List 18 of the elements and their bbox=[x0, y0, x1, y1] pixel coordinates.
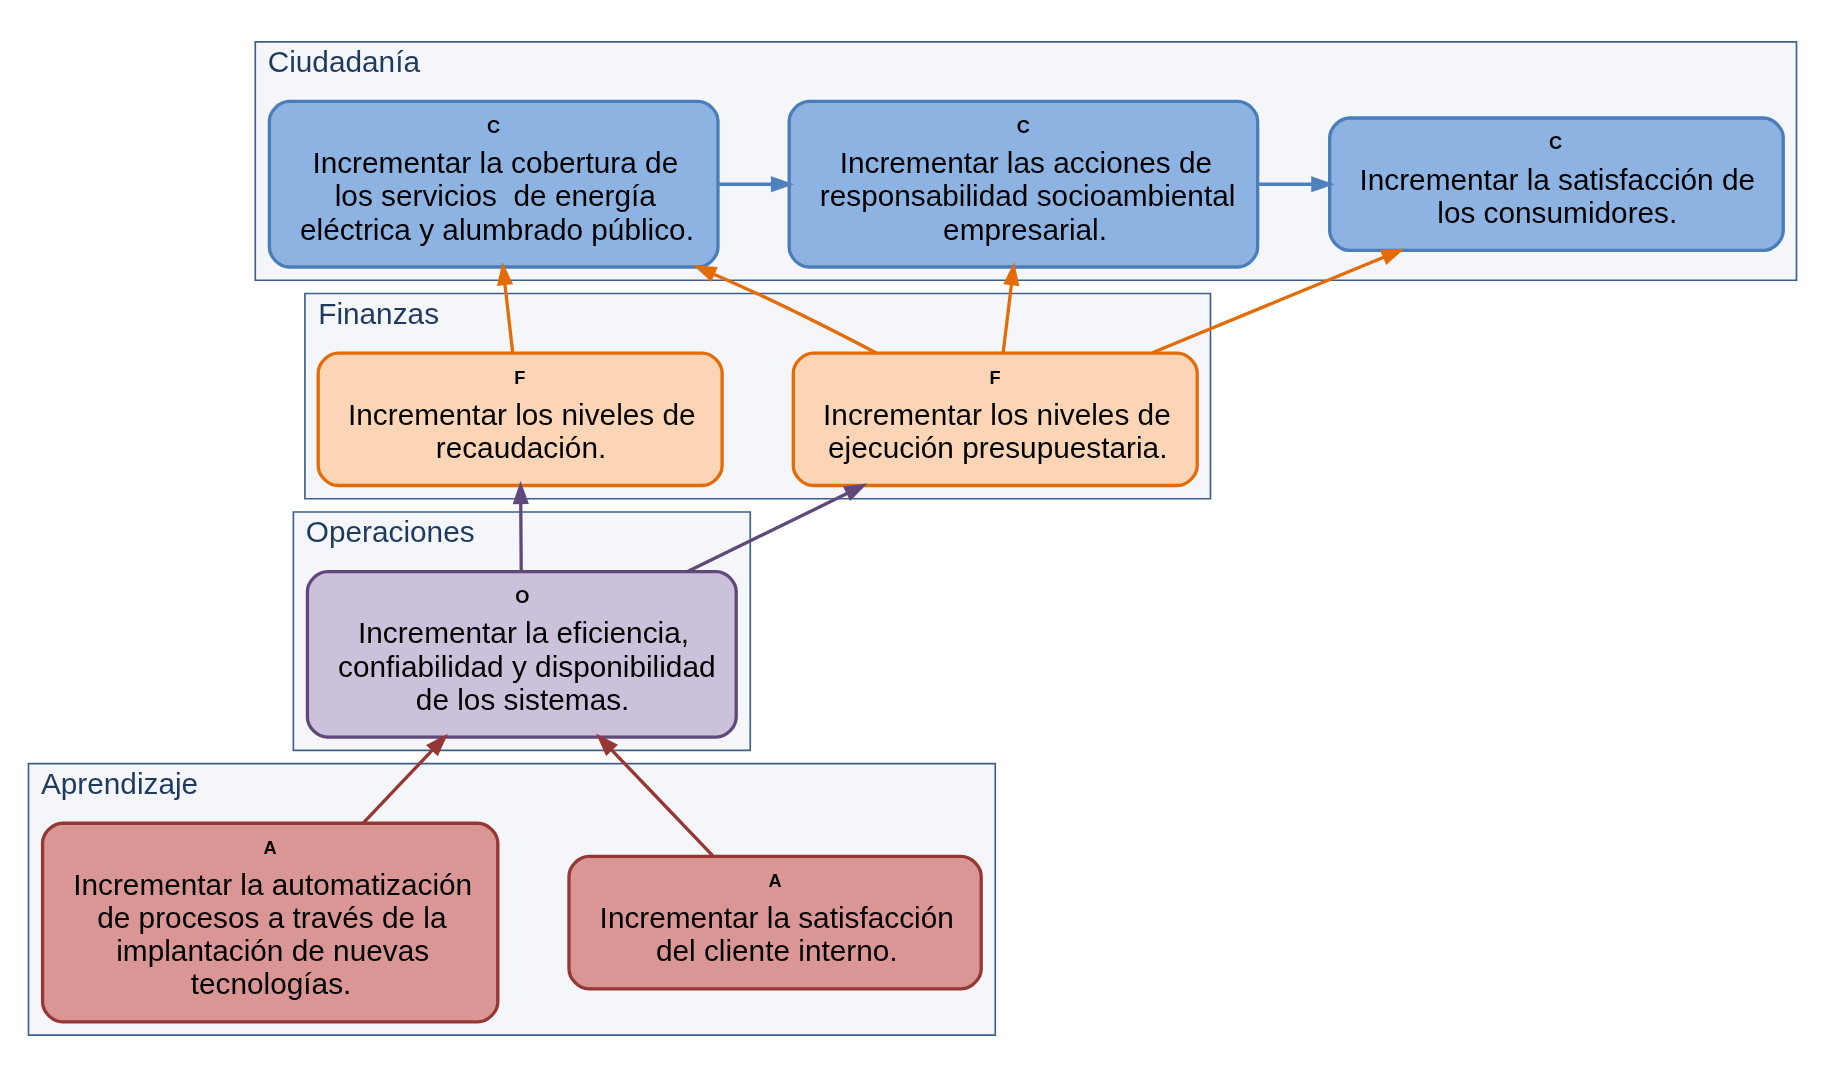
node-box: O Incrementar la eficiencia, confiabilidad y disponibilidad de los sistemas. bbox=[305, 569, 738, 739]
arrow bbox=[512, 480, 529, 572]
arrow bbox=[361, 733, 448, 825]
node-box: C Incrementar la satisfacción de los consumidores. bbox=[1328, 116, 1785, 253]
arrow bbox=[1257, 176, 1335, 193]
arrow bbox=[596, 733, 715, 858]
node-box: A Incrementar la automatización de procesos a través de la implantación de nuevas tecnologías. bbox=[40, 821, 500, 1024]
node-box: A Incrementar la satisfacción del cliente interno. bbox=[567, 854, 983, 991]
arrow bbox=[687, 483, 868, 573]
node-box: C Incrementar las acciones de responsabilidad socioambiental empresarial. bbox=[787, 99, 1260, 269]
arrow bbox=[1001, 262, 1020, 353]
arrow bbox=[693, 265, 878, 355]
arrow bbox=[496, 262, 515, 353]
node-box: C Incrementar la cobertura de los servicios de energía eléctrica y alumbrado público. bbox=[267, 99, 720, 269]
arrow bbox=[1151, 248, 1405, 355]
node-box: F Incrementar los niveles de ejecución presupuestaria. bbox=[791, 351, 1199, 488]
arrow bbox=[718, 176, 795, 193]
node-box: F Incrementar los niveles de recaudación. bbox=[316, 351, 724, 488]
